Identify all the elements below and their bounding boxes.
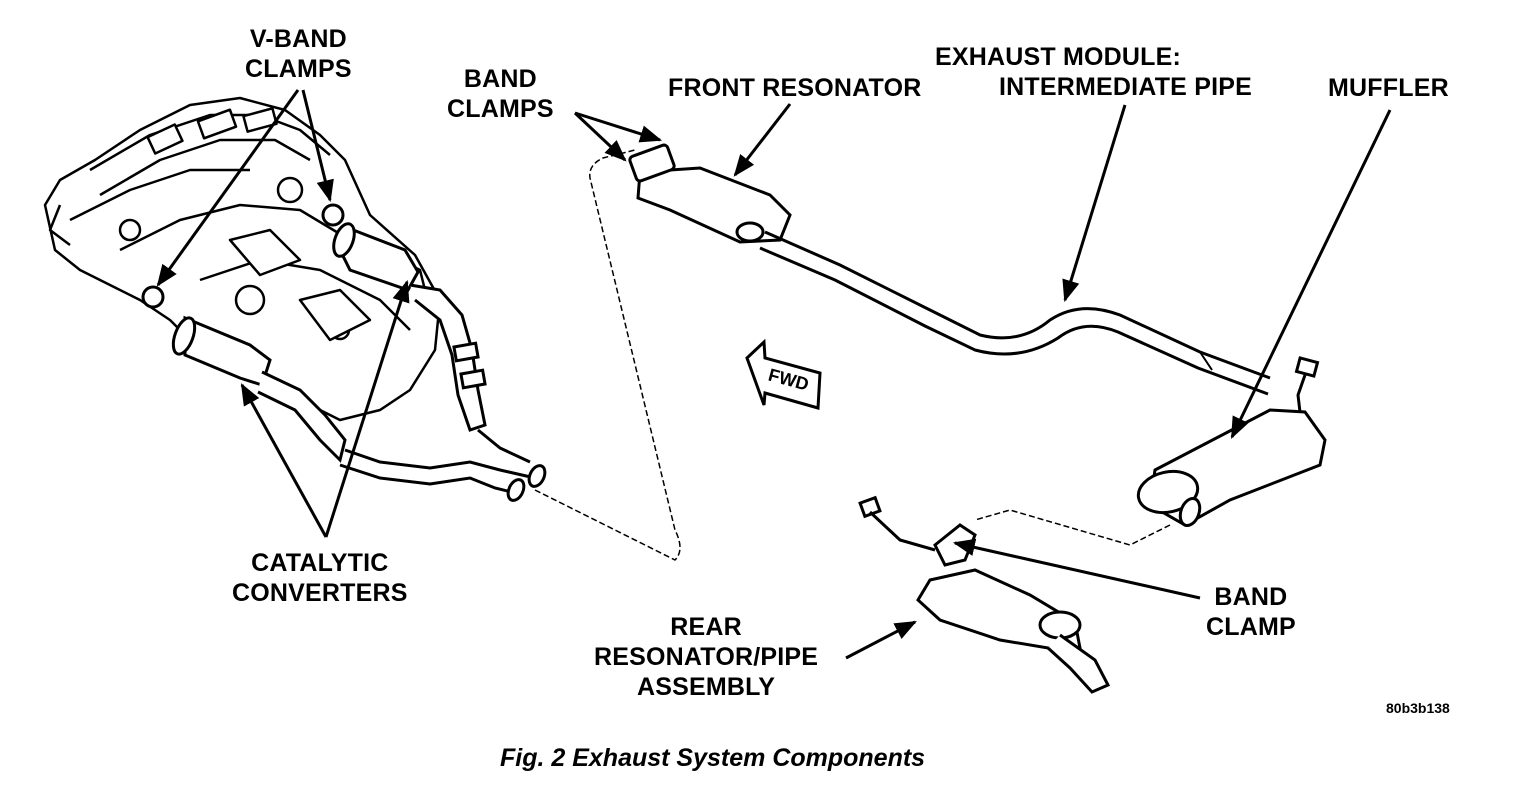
v-band-clamp-lower [141, 285, 165, 309]
band-clamps-line2: CLAMPS [447, 95, 554, 123]
v-band-clamp-upper [321, 203, 345, 227]
leader-arrows [156, 89, 1392, 660]
muffler-shape [1136, 356, 1327, 528]
y-pipe [339, 341, 547, 502]
catalytic-converter-lower [171, 315, 347, 463]
intermediate-pipe [759, 230, 1271, 396]
reference-code: 80b3b138 [1386, 700, 1450, 716]
arrow-front-resonator [733, 103, 792, 177]
figure-caption: Fig. 2 Exhaust System Components [500, 744, 926, 772]
rear-connection-line [974, 509, 1171, 546]
v-band-line2: CLAMPS [245, 55, 352, 83]
label-band-clamps-front: BAND CLAMPS [447, 64, 554, 124]
rear-resonator-line3: ASSEMBLY [636, 673, 776, 701]
band-clamp-line2: CLAMP [1206, 613, 1296, 641]
label-catalytic-converters: CATALYTIC CONVERTERS [232, 548, 408, 608]
arrow-cat-lower [240, 383, 328, 538]
label-muffler: MUFFLER [1328, 74, 1449, 102]
arrow-muffler [1230, 109, 1392, 439]
label-band-clamp-rear: BAND CLAMP [1206, 582, 1296, 642]
fwd-arrow: FWD [745, 338, 822, 410]
exhaust-module-line1: EXHAUST MODULE: [935, 43, 1182, 71]
engine-drawing [43, 96, 442, 422]
arrow-rear-resonator [845, 620, 917, 660]
rear-resonator-shape [858, 495, 1111, 694]
band-clamps-line1: BAND [463, 65, 537, 93]
label-v-band-clamps: V-BAND CLAMPS [245, 24, 352, 84]
arrow-band-clamps-a [574, 111, 663, 143]
catalytic-line2: CONVERTERS [232, 579, 408, 607]
arrow-v-band-lower [156, 89, 300, 287]
front-resonator-shape [628, 143, 792, 244]
arrow-band-clamp-rear [952, 538, 1201, 600]
label-front-resonator: FRONT RESONATOR [668, 74, 922, 102]
v-band-line1: V-BAND [249, 25, 347, 53]
arrow-band-clamps-b [573, 111, 627, 162]
catalytic-line1: CATALYTIC [251, 549, 389, 577]
arrow-v-band-upper [301, 89, 334, 203]
arrow-cat-upper [324, 279, 410, 538]
catalytic-converter-upper [332, 222, 487, 432]
rear-resonator-line2: RESONATOR/PIPE [594, 643, 819, 671]
connection-line [534, 149, 681, 561]
label-rear-resonator: REAR RESONATOR/PIPE ASSEMBLY [594, 612, 818, 702]
rear-resonator-line1: REAR [670, 613, 742, 641]
label-exhaust-module: EXHAUST MODULE: INTERMEDIATE PIPE [905, 42, 1315, 102]
exhaust-module-line2: INTERMEDIATE PIPE [999, 73, 1252, 101]
band-clamp-line1: BAND [1214, 583, 1288, 611]
arrow-intermediate-pipe [1062, 104, 1127, 303]
